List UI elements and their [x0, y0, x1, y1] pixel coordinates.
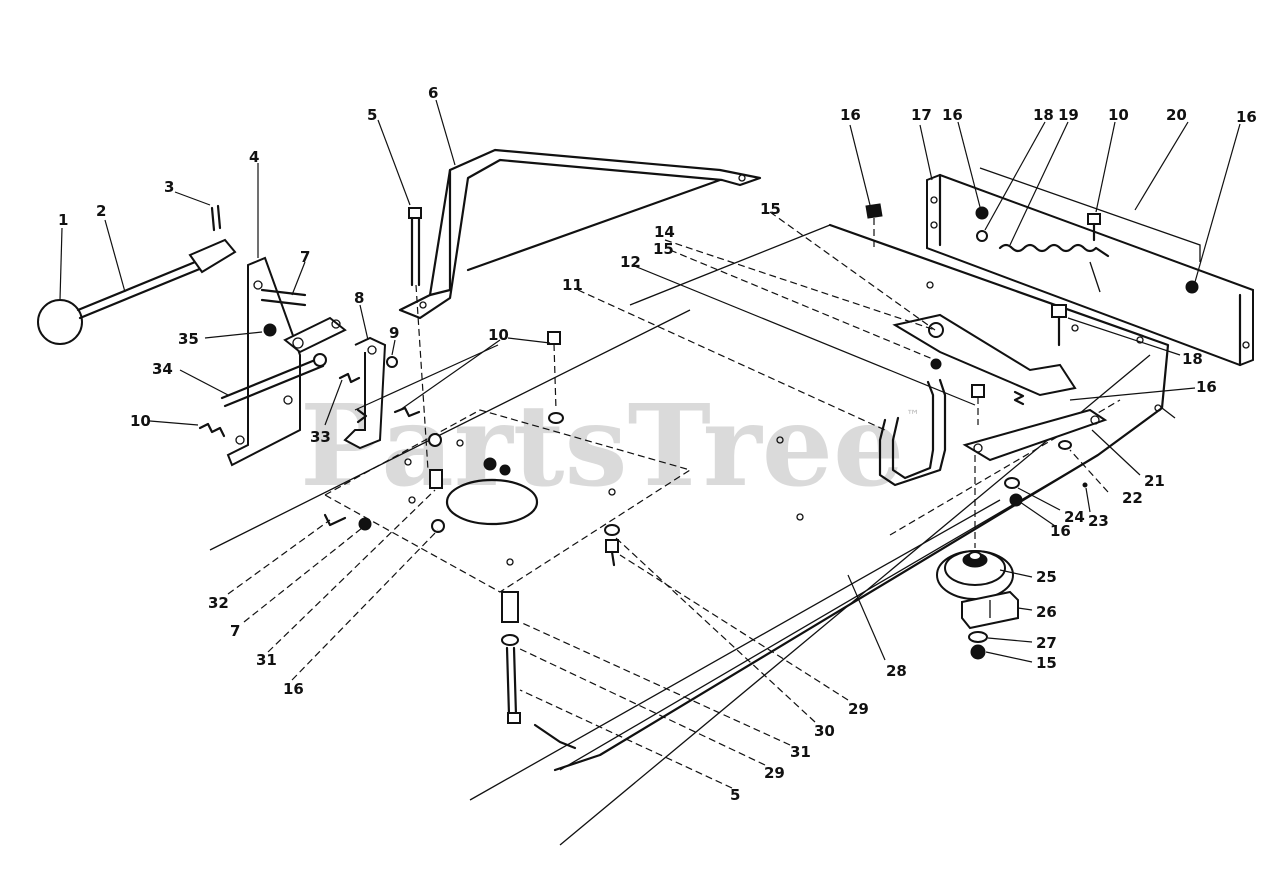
callout-5: 5 — [367, 106, 377, 124]
callout-25: 25 — [1036, 568, 1057, 586]
callout-labels: 1 2 3 4 5 6 7 8 9 10 10 10 11 12 14 15 1… — [58, 84, 1257, 804]
callout-1: 1 — [58, 211, 68, 229]
callout-20: 20 — [1166, 106, 1187, 124]
watermark-trademark: ™ — [906, 408, 920, 424]
callout-30: 30 — [814, 722, 835, 740]
main-deck-plate — [209, 223, 1176, 846]
callout-10-left: 10 — [130, 412, 151, 430]
callout-22: 22 — [1122, 489, 1143, 507]
pivot-bracket — [343, 336, 398, 450]
shift-lever — [37, 204, 237, 345]
callout-15-top: 15 — [760, 200, 781, 218]
callout-6: 6 — [428, 84, 438, 102]
callout-14: 14 — [654, 223, 675, 241]
callout-11: 11 — [562, 276, 583, 294]
shift-bracket — [226, 256, 301, 467]
pulley-washer-nut — [968, 455, 988, 660]
callout-32: 32 — [208, 594, 229, 612]
lower-spacers-and-bolts — [501, 591, 577, 750]
callout-27: 27 — [1036, 634, 1057, 652]
idler-arm-assembly — [892, 313, 1108, 462]
callout-2: 2 — [96, 202, 106, 220]
callout-33: 33 — [310, 428, 331, 446]
callout-21: 21 — [1144, 472, 1165, 490]
callout-8: 8 — [354, 289, 364, 307]
callout-23: 23 — [1088, 512, 1109, 530]
callout-5-bottom: 5 — [730, 786, 740, 804]
callout-17: 17 — [911, 106, 932, 124]
callout-9: 9 — [389, 324, 399, 342]
callout-16-b: 16 — [942, 106, 963, 124]
callout-16-e: 16 — [1050, 522, 1071, 540]
callout-10-right: 10 — [1108, 106, 1129, 124]
callout-16-d: 16 — [1196, 378, 1217, 396]
control-rod — [878, 378, 947, 487]
callout-26: 26 — [1036, 603, 1057, 621]
callout-12: 12 — [620, 253, 641, 271]
callout-24: 24 — [1064, 508, 1085, 526]
callout-15-bottom: 15 — [1036, 654, 1057, 672]
callout-18-right: 18 — [1182, 350, 1203, 368]
callout-16-c: 16 — [1236, 108, 1257, 126]
long-bolt-top — [408, 207, 429, 471]
idler-pulley — [936, 550, 1014, 600]
pulley-bracket — [961, 590, 1019, 630]
rear-mounting-bar — [926, 167, 1254, 367]
callout-28: 28 — [886, 662, 907, 680]
shift-shaft-and-links — [198, 288, 361, 438]
callout-7-bottom: 7 — [230, 622, 240, 640]
callout-4: 4 — [249, 148, 259, 166]
callout-19: 19 — [1058, 106, 1079, 124]
callout-18-top: 18 — [1033, 106, 1054, 124]
leader-lines — [59, 99, 1241, 789]
callout-31-right: 31 — [790, 743, 811, 761]
callout-16-f: 16 — [283, 680, 304, 698]
callout-34: 34 — [152, 360, 173, 378]
callout-15-mid: 15 — [653, 240, 674, 258]
watermark: PartsTree — [300, 381, 904, 512]
tension-spring — [998, 243, 1110, 293]
callout-29-bottom: 29 — [764, 764, 785, 782]
callout-35: 35 — [178, 330, 199, 348]
sub-plate — [324, 409, 692, 593]
callout-3: 3 — [164, 178, 174, 196]
callout-7: 7 — [300, 248, 310, 266]
support-bracket — [398, 148, 762, 320]
callout-31-left: 31 — [256, 651, 277, 669]
hardware-right — [865, 203, 1199, 507]
callout-16-a: 16 — [840, 106, 861, 124]
callout-29-right: 29 — [848, 700, 869, 718]
callout-10-center: 10 — [488, 326, 509, 344]
